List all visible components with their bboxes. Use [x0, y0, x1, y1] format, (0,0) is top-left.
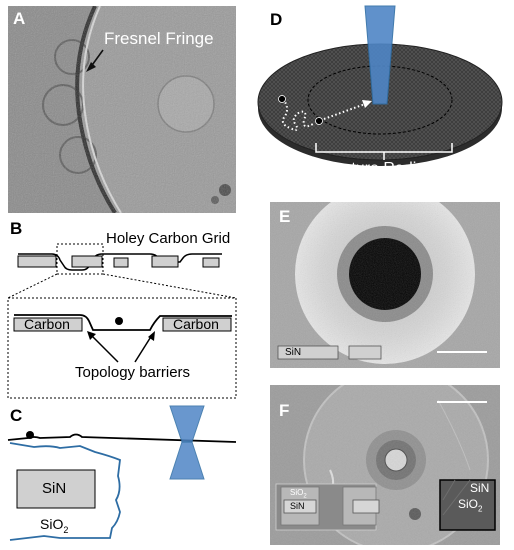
topology-barriers-label: Topology barriers — [75, 364, 191, 381]
panel-f-inset-sio2-label: SiO2 — [290, 488, 307, 500]
panel-a-letter: A — [13, 9, 26, 28]
panel-f-letter: F — [279, 401, 290, 420]
carbon-left-label: Carbon — [24, 316, 70, 332]
panel-d-letter: D — [270, 10, 283, 29]
panel-f-inset-sin-label: SiN — [290, 501, 305, 511]
fresnel-fringe-label: Fresnel Fringe — [104, 29, 214, 48]
panel-f-right-sio2-label: SiO2 — [458, 497, 483, 514]
panel-e-sin-box — [277, 345, 339, 360]
carbon-right-label: Carbon — [173, 316, 219, 332]
capture-radius-label: Capture Radius — [322, 160, 434, 177]
panel-f-right-sin-label: SiN — [470, 481, 490, 495]
panel-b-letter: B — [10, 219, 23, 238]
panel-c-letter: C — [10, 406, 23, 425]
holey-carbon-grid-label: Holey Carbon Grid — [106, 230, 231, 247]
sin-label: SiN — [42, 480, 67, 497]
panel-e-sin-label: SiN — [285, 347, 302, 358]
panel-e-letter: E — [279, 207, 291, 226]
sio2-label: SiO2 — [40, 516, 69, 535]
